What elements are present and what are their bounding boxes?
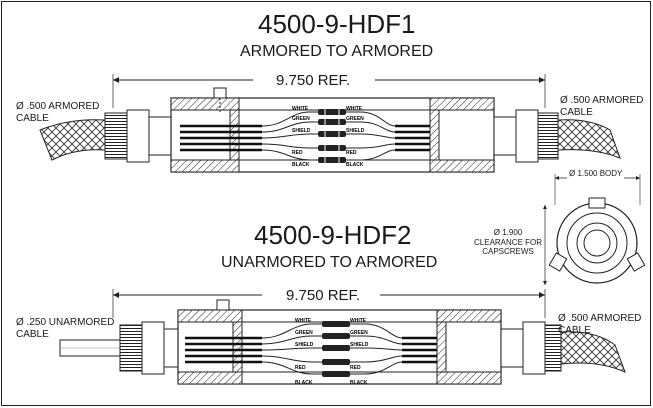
wire-label-left: BLACK xyxy=(295,380,313,386)
wire-label-left: SHIELD xyxy=(292,128,311,134)
wire-bundle-right xyxy=(395,124,430,152)
gland-body-left xyxy=(126,109,150,163)
housing-wall-bottom-right xyxy=(429,159,495,173)
wire-label-right: GREEN xyxy=(346,116,364,122)
housing-wall-top-right xyxy=(429,97,495,111)
cable-label-line: Ø .500 ARMORED xyxy=(16,101,100,112)
wire-label-right: GREEN xyxy=(350,330,368,336)
capscrew-lugs xyxy=(548,197,646,272)
armored-cable-right xyxy=(557,119,621,159)
cable-label-line: CABLE xyxy=(16,328,49,340)
wire-label-right: SHIELD xyxy=(346,128,365,134)
gland-thread-right xyxy=(500,328,524,368)
gland-body-right xyxy=(515,109,539,163)
cable-label-line: CABLE xyxy=(16,112,49,124)
assembly-2-dimension: 9.750 REF. xyxy=(282,288,365,303)
gland-body-left xyxy=(141,321,165,375)
wire-label-left: GREEN xyxy=(295,330,313,336)
clearance-label: Ø 1.900 CLEARANCE FOR CAPSCREWS xyxy=(474,228,542,257)
wire-label-left: WHITE xyxy=(292,106,309,112)
gland-nut-right xyxy=(537,112,559,160)
housing-wall-top-left xyxy=(170,97,240,111)
wire-bundle-left xyxy=(180,124,262,152)
gland-thread-left xyxy=(148,116,172,156)
assembly-1-right-cable-label: Ø .500 ARMORED CABLE xyxy=(560,95,643,118)
armored-cable-right xyxy=(560,331,626,373)
wire-label-right: BLACK xyxy=(346,162,364,168)
assembly-2-drawing xyxy=(59,289,626,385)
assembly-2-wire-labels: WHITE GREEN SHIELD RED BLACK WHITE GREEN… xyxy=(295,318,369,386)
splice-bands xyxy=(324,109,340,163)
end-view-drawing xyxy=(542,174,646,285)
assembly-2-title: 4500-9-HDF2 xyxy=(254,220,412,250)
gland-nut-left xyxy=(104,112,128,160)
assembly-2-subtitle: UNARMORED TO ARMORED xyxy=(221,254,438,271)
bulkhead-left xyxy=(229,109,240,161)
cable-label-line: CABLE xyxy=(560,106,593,118)
wire-label-right: BLACK xyxy=(350,380,368,386)
end-view-cable xyxy=(583,229,611,257)
cable-label-line: Ø .250 UNARMORED xyxy=(16,317,115,328)
armored-cable-left xyxy=(39,119,106,161)
wire-label-left: WHITE xyxy=(295,318,312,324)
wire-splices xyxy=(322,321,350,377)
gland-body-right xyxy=(522,321,546,375)
wire-label-left: RED xyxy=(295,365,306,371)
wire-label-left: GREEN xyxy=(292,116,310,122)
assembly-1-wire-labels: WHITE GREEN SHIELD RED BLACK WHITE GREEN… xyxy=(292,106,365,168)
wire-label-right: RED xyxy=(350,365,361,371)
wire-bundle-right xyxy=(402,336,437,364)
wire-label-right: WHITE xyxy=(350,318,367,324)
wire-bundle-left xyxy=(185,336,262,364)
assembly-1-drawing xyxy=(39,74,621,173)
capscrew xyxy=(213,87,227,99)
assembly-1-left-cable-label: Ø .500 ARMORED CABLE xyxy=(16,101,99,124)
gland-nut-left xyxy=(119,324,143,372)
wire-label-right: SHIELD xyxy=(350,342,369,348)
cable-label-line: CABLE xyxy=(558,324,591,336)
wire-label-left: SHIELD xyxy=(295,342,314,348)
gland-thread-right xyxy=(493,116,517,156)
wire-label-right: RED xyxy=(346,150,357,156)
body-diameter-label: Ø 1.500 BODY xyxy=(567,169,625,179)
assembly-1-title: 4500-9-HDF1 xyxy=(258,9,416,39)
capscrew xyxy=(216,299,230,311)
bulkhead-right xyxy=(429,109,440,161)
clearance-label-line: Ø 1.900 xyxy=(493,228,523,237)
assembly-2-right-cable-label: Ø .500 ARMORED CABLE xyxy=(558,313,641,336)
assembly-1-dimension: 9.750 REF. xyxy=(272,73,355,88)
housing-wall-bottom-left xyxy=(170,159,240,173)
wire-label-left: BLACK xyxy=(292,162,310,168)
assembly-2-left-cable-label: Ø .250 UNARMORED CABLE xyxy=(16,317,114,340)
clearance-label-line: CLEARANCE FOR xyxy=(474,237,543,247)
cable-label-line: Ø .500 ARMORED xyxy=(558,313,642,324)
assembly-1-subtitle: ARMORED TO ARMORED xyxy=(240,43,434,60)
gland-thread-left xyxy=(163,328,179,368)
wire-label-left: RED xyxy=(292,150,303,156)
cable-label-line: Ø .500 ARMORED xyxy=(560,95,644,106)
wire-label-right: WHITE xyxy=(346,106,363,112)
clearance-label-line: CAPSCREWS xyxy=(482,247,534,257)
